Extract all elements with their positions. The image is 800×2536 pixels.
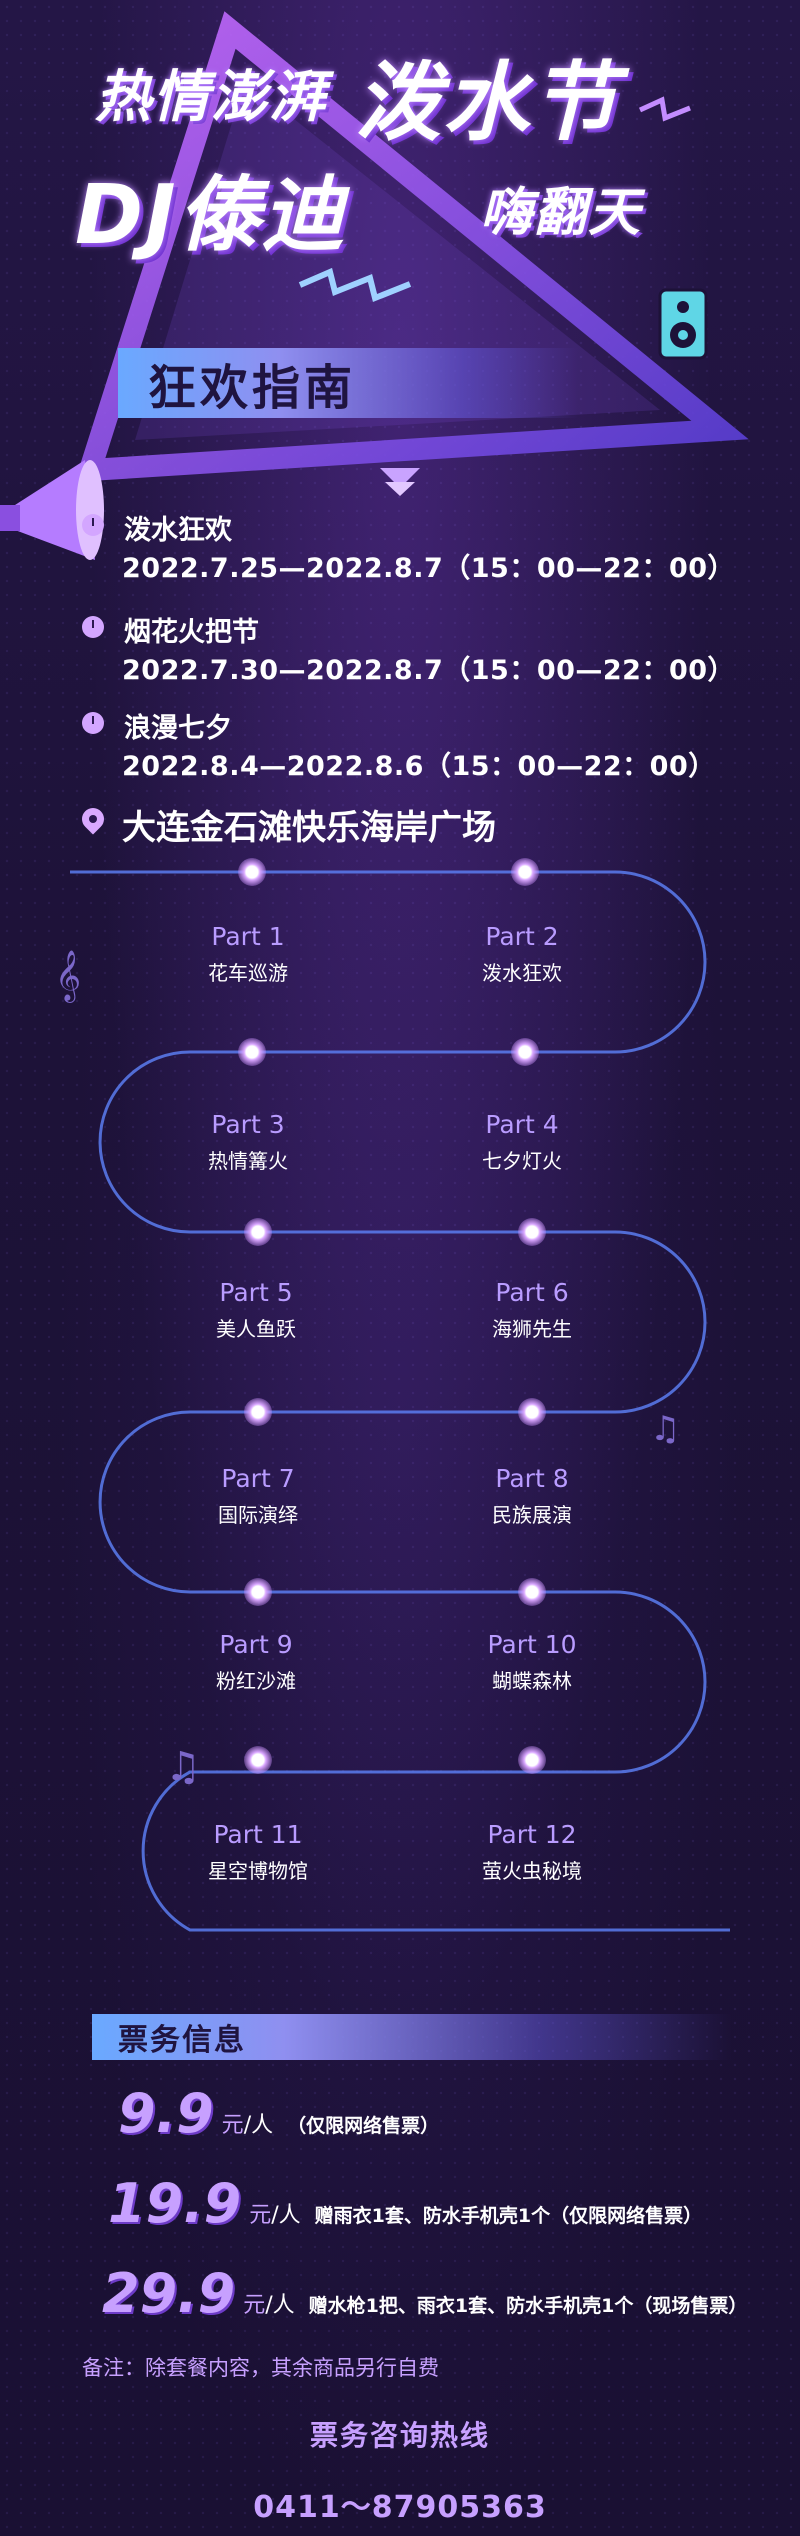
part-label: 蝴蝶森林	[492, 1669, 572, 1693]
part-number: Part 4	[485, 1110, 559, 1139]
neon-triangle	[74, 11, 749, 482]
zigzag-icon-small	[638, 96, 691, 122]
part-label: 海狮先生	[492, 1317, 572, 1341]
part-item: Part 3 热情篝火	[138, 1110, 358, 1174]
event-name: 泼水狂欢	[124, 515, 232, 546]
event-date: 2022.7.25—2022.8.7（15：00—22：00）	[122, 553, 736, 584]
part-number: Part 3	[211, 1110, 285, 1139]
part-item: Part 2 泼水狂欢	[412, 922, 632, 986]
timeline-node	[518, 1398, 546, 1426]
clock-icon	[82, 616, 104, 638]
part-label: 粉红沙滩	[216, 1669, 296, 1693]
ticket-option: 19.9 元/人赠雨衣1套、防水手机壳1个（仅限网络售票）	[108, 2172, 702, 2235]
clock-icon	[82, 514, 104, 536]
timeline-node	[518, 1578, 546, 1606]
part-number: Part 10	[487, 1630, 577, 1659]
title-festival: 泼水节	[355, 53, 619, 153]
svg-text:𝄞: 𝄞	[55, 950, 81, 1003]
clock-icon	[82, 712, 104, 734]
timeline-node	[518, 1218, 546, 1246]
ticket-price: 29.9	[102, 2262, 236, 2325]
part-label: 美人鱼跃	[216, 1317, 296, 1341]
part-number: Part 1	[211, 922, 285, 951]
timeline-node	[238, 1038, 266, 1066]
part-label: 七夕灯火	[482, 1149, 562, 1173]
hotline-title: 票务咨询热线	[309, 2419, 490, 2452]
remark: 备注：除套餐内容，其余商品另行自费	[82, 2356, 439, 2380]
part-number: Part 2	[485, 922, 559, 951]
part-item: Part 8 民族展演	[422, 1464, 642, 1528]
part-item: Part 11 星空博物馆	[148, 1820, 368, 1884]
ticket-price: 9.9	[118, 2082, 214, 2145]
timeline-node	[511, 1038, 539, 1066]
event-name: 浪漫七夕	[124, 713, 232, 744]
event-name: 烟花火把节	[124, 617, 259, 648]
part-item: Part 12 萤火虫秘境	[422, 1820, 642, 1884]
timeline-node	[244, 1578, 272, 1606]
megaphone-icon	[0, 460, 104, 560]
part-label: 民族展演	[492, 1503, 572, 1527]
part-label: 热情篝火	[208, 1149, 288, 1173]
hotline-number[interactable]: 0411～87905363	[253, 2490, 547, 2525]
timeline-node	[511, 858, 539, 886]
part-number: Part 9	[219, 1630, 293, 1659]
part-label: 泼水狂欢	[482, 961, 562, 985]
speaker-icon	[658, 288, 708, 360]
part-item: Part 9 粉红沙滩	[146, 1630, 366, 1694]
ticket-price: 19.9	[108, 2172, 242, 2235]
svg-text:♫: ♫	[650, 1409, 680, 1449]
guide-banner: 狂欢指南	[118, 348, 578, 418]
timeline-node	[518, 1746, 546, 1774]
timeline-node	[244, 1398, 272, 1426]
zigzag-icon	[298, 267, 412, 303]
ticket-banner: 票务信息	[92, 2014, 732, 2060]
ticket-unit: 元/人	[249, 2203, 301, 2228]
part-item: Part 10 蝴蝶森林	[422, 1630, 642, 1694]
part-label: 星空博物馆	[208, 1859, 308, 1883]
timeline-node	[238, 858, 266, 886]
ticket-option: 9.9 元/人 （仅限网络售票）	[118, 2082, 439, 2145]
part-label: 国际演绎	[218, 1503, 298, 1527]
part-label: 花车巡游	[208, 961, 288, 985]
guide-title: 狂欢指南	[148, 360, 357, 416]
part-number: Part 12	[487, 1820, 577, 1849]
event-date: 2022.7.30—2022.8.7（15：00—22：00）	[122, 655, 736, 686]
ticket-unit: 元/人	[243, 2293, 295, 2318]
chevron-down-icon-2	[385, 482, 415, 496]
part-label: 萤火虫秘境	[482, 1859, 582, 1883]
part-item: Part 7 国际演绎	[148, 1464, 368, 1528]
part-number: Part 8	[495, 1464, 569, 1493]
svg-text:♫: ♫	[165, 1744, 201, 1790]
part-item: Part 5 美人鱼跃	[146, 1278, 366, 1342]
part-number: Part 11	[213, 1820, 303, 1849]
part-number: Part 7	[221, 1464, 295, 1493]
title-line-1: 热情澎湃	[95, 65, 327, 130]
part-item: Part 6 海狮先生	[422, 1278, 642, 1342]
part-item: Part 1 花车巡游	[138, 922, 358, 986]
ticket-unit: 元/人	[221, 2113, 274, 2138]
music-note-icon: 𝄞 ♫ ♫	[55, 950, 680, 1790]
ticket-note: 赠水枪1把、雨衣1套、防水手机壳1个（现场售票）	[308, 2295, 748, 2317]
timeline-path: 𝄞 ♫ ♫	[55, 870, 730, 1932]
ticket-option: 29.9 元/人赠水枪1把、雨衣1套、防水手机壳1个（现场售票）	[102, 2262, 747, 2325]
ticket-note: （仅限网络售票）	[287, 2115, 440, 2137]
part-item: Part 4 七夕灯火	[412, 1110, 632, 1174]
event-date: 2022.8.4—2022.8.6（15：00—22：00）	[122, 751, 716, 782]
title-dj: DJ傣迪	[75, 168, 346, 263]
part-number: Part 5	[219, 1278, 293, 1307]
title-party: 嗨翻天	[480, 183, 643, 243]
location-text: 大连金石滩快乐海岸广场	[122, 808, 496, 848]
timeline-node	[244, 1218, 272, 1246]
chevron-down-icon	[380, 468, 420, 488]
ticket-note: 赠雨衣1套、防水手机壳1个（仅限网络售票）	[314, 2205, 703, 2227]
part-number: Part 6	[495, 1278, 569, 1307]
timeline-node	[244, 1746, 272, 1774]
ticket-title: 票务信息	[118, 2023, 246, 2058]
